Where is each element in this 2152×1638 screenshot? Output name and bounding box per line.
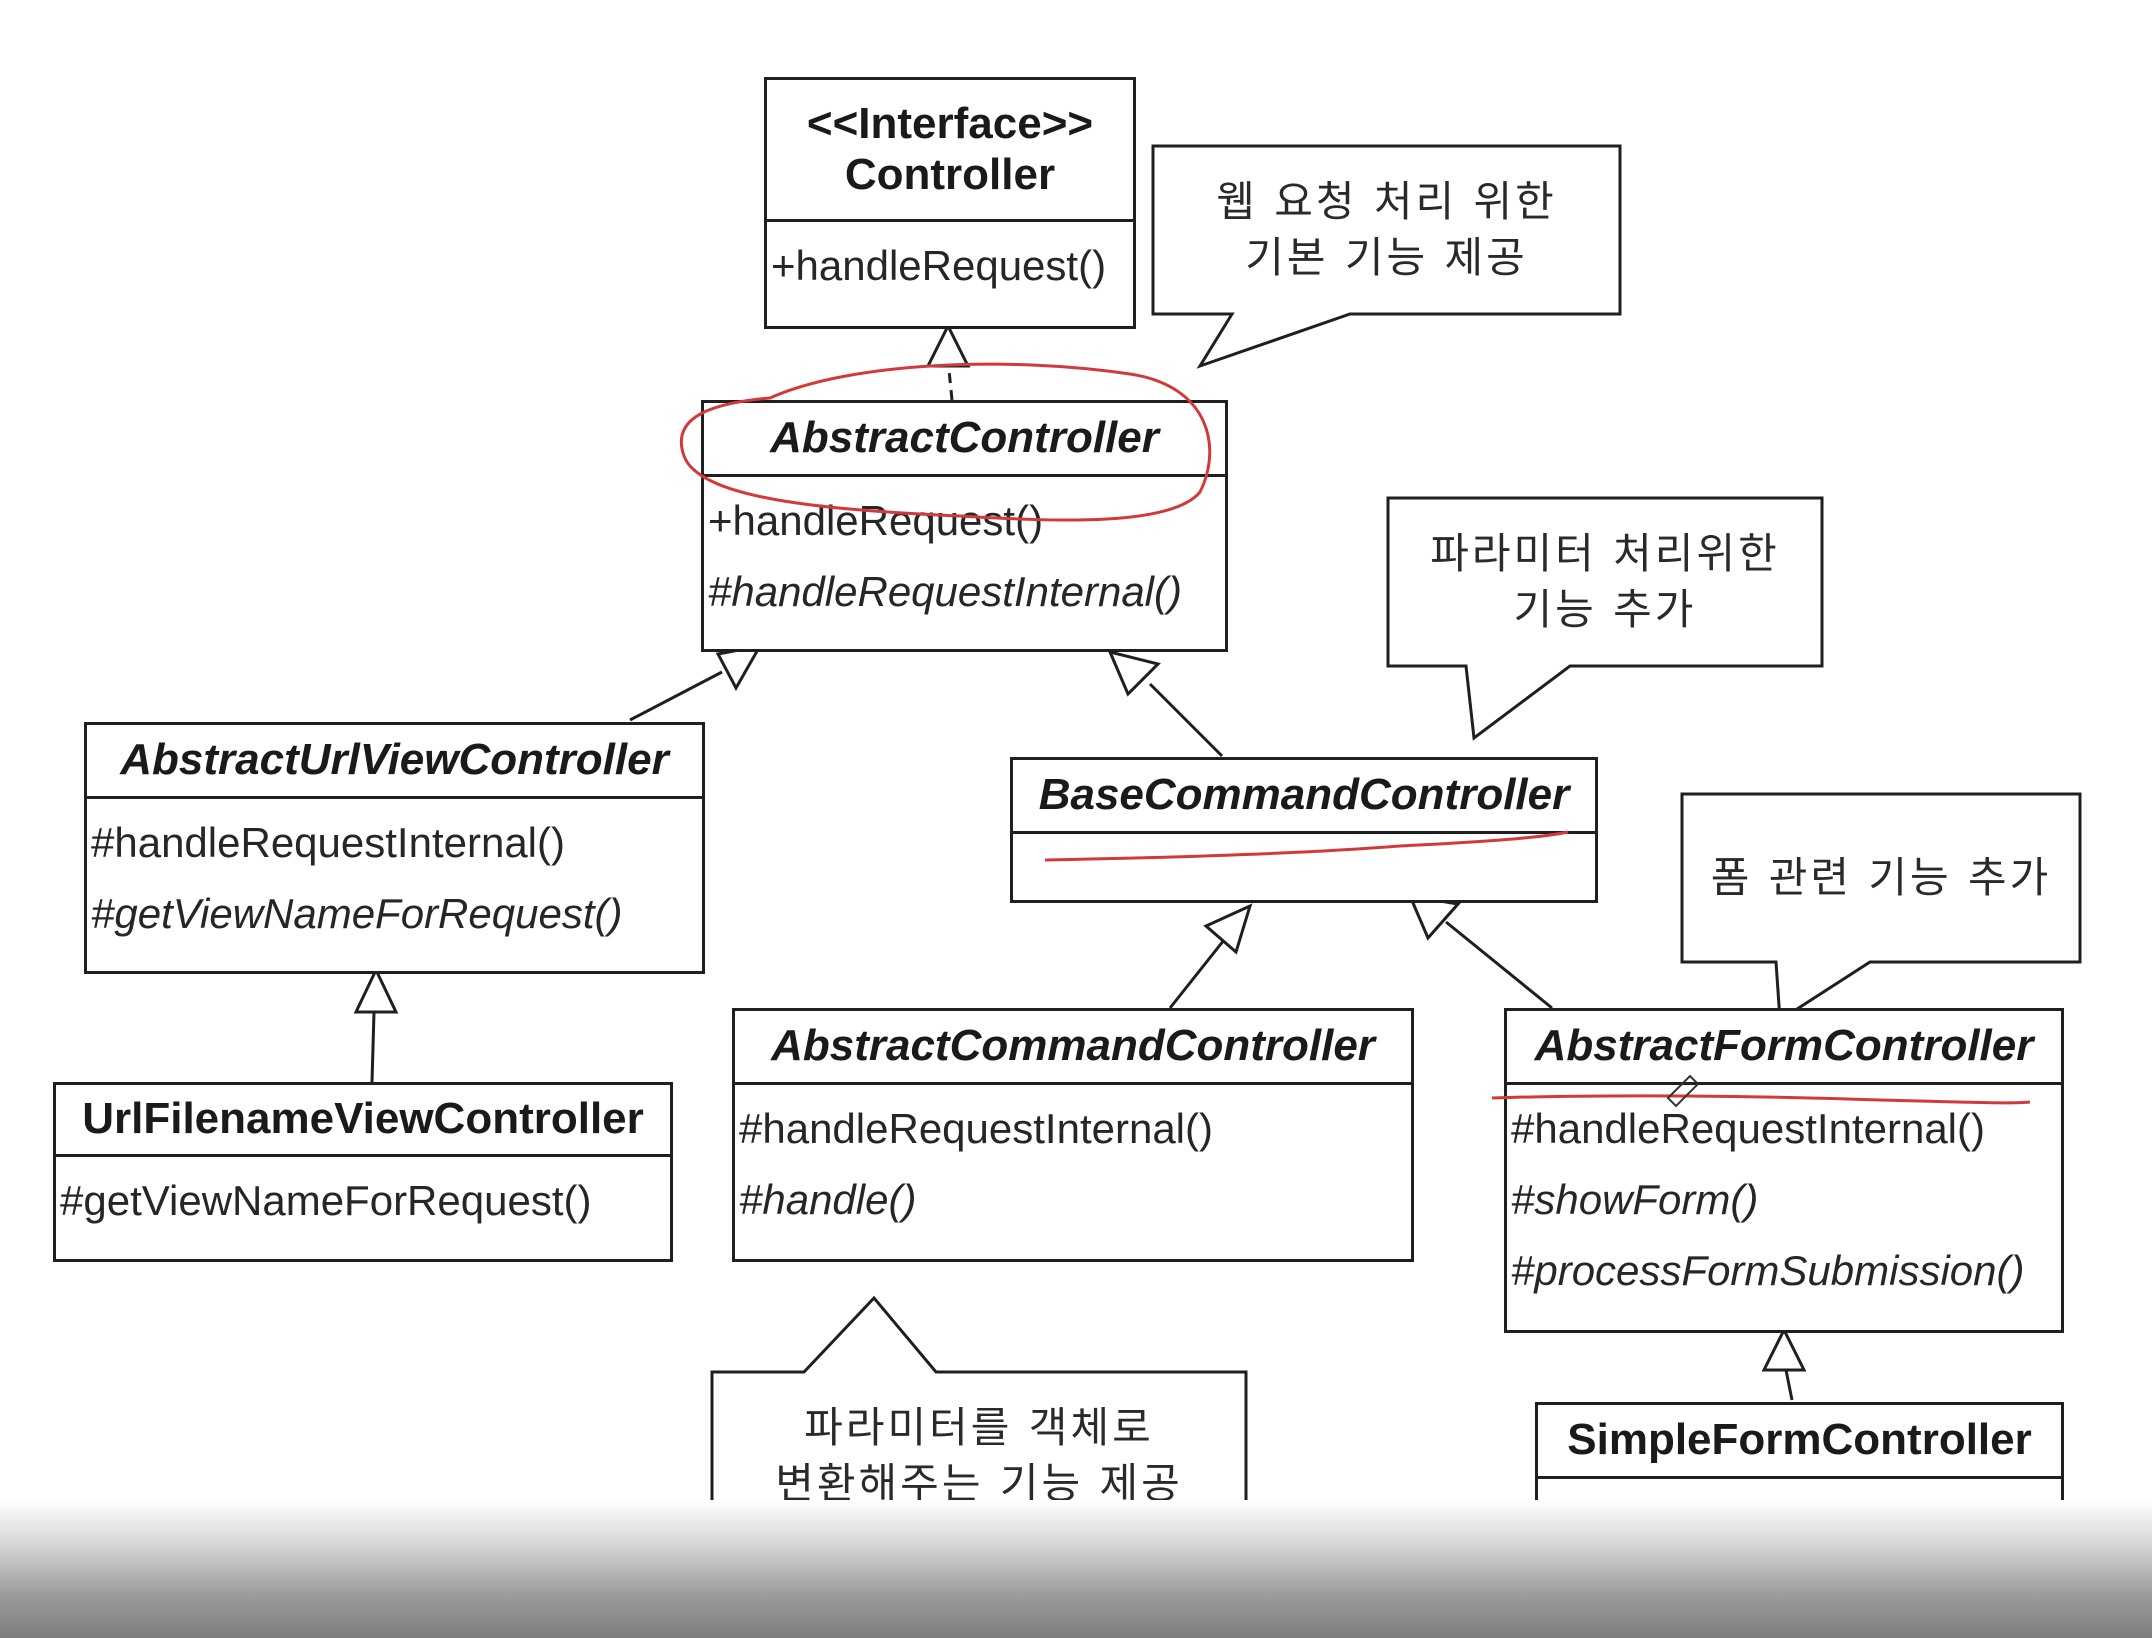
operation-1: #handleRequestInternal() (1511, 1105, 1985, 1152)
operation-1: #handleRequestInternal() (739, 1105, 1213, 1152)
generalization-line (1148, 682, 1224, 758)
operation-1: #getViewNameForRequest() (60, 1177, 592, 1224)
hollow-arrowhead (1107, 649, 1161, 697)
note-parameter-handling: 파라미터 처리위한 기능 추가 (1388, 502, 1822, 662)
note-line: 파라미터 처리위한 (1430, 529, 1780, 578)
note-line: 기본 기능 제공 (1245, 233, 1528, 282)
class-name: AbstractCommandController (771, 1021, 1375, 1071)
note-parameter-to-object: 파라미터를 객체로 변환해주는 기능 제공 (712, 1376, 1246, 1536)
operation-3: #processFormSubmission() (1511, 1247, 2025, 1294)
operation-2: #handleRequestInternal() (708, 568, 1182, 615)
hollow-arrowhead (1761, 1326, 1807, 1372)
operations-compartment: +handleRequest() (767, 222, 1133, 301)
hollow-arrowhead (353, 966, 399, 1014)
operation-2: #handle() (739, 1176, 917, 1223)
class-name: AbstractUrlViewController (120, 735, 669, 785)
generalization-line (1784, 1369, 1794, 1401)
class-abstract-controller[interactable]: AbstractController +handleRequest() #hand… (701, 400, 1228, 652)
class-name: UrlFilenameViewController (82, 1094, 644, 1144)
generalization-line (946, 359, 954, 401)
class-header: AbstractCommandController (735, 1011, 1411, 1085)
class-name: BaseCommandController (1038, 770, 1570, 820)
stereotype-label: <<Interface>> (806, 98, 1094, 148)
class-name: AbstractController (770, 413, 1159, 463)
operation-2: #showForm() (1511, 1176, 1759, 1223)
operations-compartment: #handleRequestInternal() #handle() (735, 1085, 1411, 1235)
class-header: SimpleFormController (1538, 1405, 2061, 1479)
class-base-command-controller[interactable]: BaseCommandController (1010, 757, 1598, 903)
note-line: 기능 추가 (1513, 585, 1697, 634)
note-line: 변환해주는 기능 제공 (775, 1459, 1183, 1508)
operations-compartment: #getViewNameForRequest() (56, 1157, 670, 1236)
class-name: Controller (844, 149, 1056, 199)
hollow-arrowhead (925, 322, 971, 368)
class-abstract-command-controller[interactable]: AbstractCommandController #handleRequest… (732, 1008, 1414, 1262)
class-header: AbstractController (704, 403, 1225, 477)
generalization-line (629, 670, 723, 722)
class-header: AbstractUrlViewController (87, 725, 702, 799)
class-abstract-form-controller[interactable]: AbstractFormController #handleRequestInt… (1504, 1008, 2064, 1333)
operation-1: +handleRequest() (708, 497, 1044, 544)
note-form-features: 폼 관련 기능 추가 (1682, 798, 2080, 958)
generalization-line (1445, 920, 1553, 1010)
class-url-filename-view-controller[interactable]: UrlFilenameViewController #getViewNameFo… (53, 1082, 673, 1262)
operation-2: #getViewNameForRequest() (91, 890, 623, 937)
hollow-arrowhead (715, 643, 763, 692)
operations-compartment: +handleRequest() #handleRequestInternal() (704, 477, 1225, 627)
class-controller[interactable]: <<Interface>> Controller +handleRequest(… (764, 77, 1136, 329)
operation-1: +handleRequest() (771, 242, 1107, 289)
note-web-request: 웹 요청 처리 위한 기본 기능 제공 (1153, 150, 1620, 310)
generalization-line (370, 1011, 376, 1083)
class-name: SimpleFormController (1567, 1415, 2032, 1465)
class-header: UrlFilenameViewController (56, 1085, 670, 1157)
class-name: AbstractFormController (1534, 1021, 2034, 1071)
class-header: AbstractFormController (1507, 1011, 2061, 1085)
operations-compartment (1538, 1479, 2061, 1487)
class-header: <<Interface>> Controller (767, 80, 1133, 222)
operations-compartment: #handleRequestInternal() #getViewNameForR… (87, 799, 702, 949)
operation-1: #handleRequestInternal() (91, 819, 565, 866)
note-line: 폼 관련 기능 추가 (1710, 853, 2052, 902)
generalization-line (1168, 939, 1226, 1009)
note-line: 웹 요청 처리 위한 (1216, 177, 1557, 226)
note-line: 파라미터를 객체로 (804, 1403, 1154, 1452)
class-abstract-url-view-controller[interactable]: AbstractUrlViewController #handleRequest… (84, 722, 705, 974)
bottom-shade-bar (0, 1500, 2152, 1638)
operations-compartment (1013, 834, 1595, 842)
class-header: BaseCommandController (1013, 760, 1595, 834)
hollow-arrowhead (1203, 903, 1253, 955)
operations-compartment: #handleRequestInternal() #showForm() #proc… (1507, 1085, 2061, 1306)
